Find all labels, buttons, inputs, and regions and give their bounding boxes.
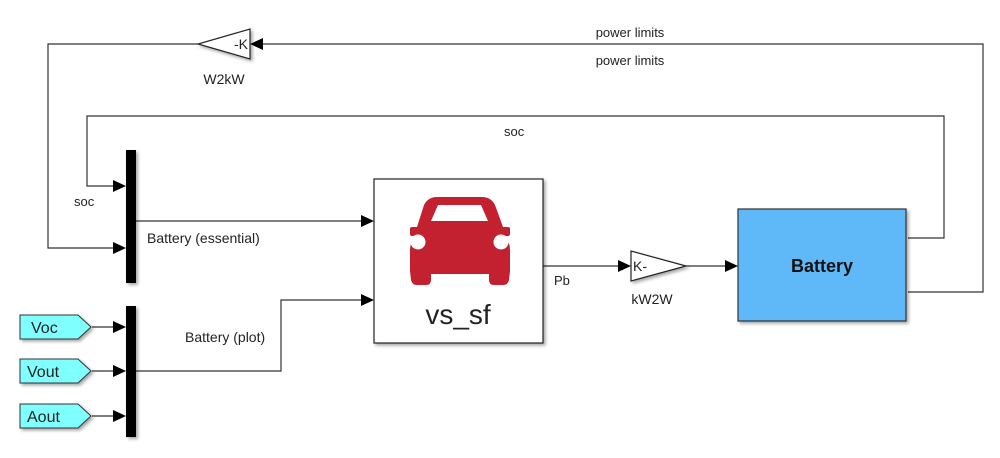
from-tag-aout-label: Aout — [27, 409, 60, 426]
w2kw-gain-block[interactable] — [195, 28, 251, 60]
from-tag-voc-label: Voc — [31, 320, 58, 337]
wire-power-limits[interactable] — [262, 43, 984, 293]
w2kw-gain-text: -K — [234, 36, 249, 52]
arrow-bus2-in2 — [113, 365, 126, 377]
from-tag-vout[interactable]: Vout — [19, 358, 92, 384]
arrow-vehicle-in2 — [361, 294, 374, 306]
kw2w-gain-block[interactable] — [630, 250, 689, 282]
signal-label-pb: Pb — [554, 273, 570, 288]
battery-block-label: Battery — [791, 256, 853, 276]
from-tag-voc[interactable]: Voc — [19, 314, 92, 340]
arrow-bus2-in3 — [113, 410, 126, 422]
arrow-bus1-in1 — [113, 180, 126, 192]
wire-soc[interactable] — [86, 115, 945, 239]
car-icon — [410, 197, 510, 285]
battery-block[interactable]: Battery — [737, 208, 907, 322]
arrow-bus2-in1 — [113, 321, 126, 333]
signal-label-battery-plot: Battery (plot) — [185, 329, 265, 345]
arrow-battery-input — [725, 260, 738, 272]
w2kw-gain-label: W2kW — [203, 71, 245, 87]
from-tag-aout[interactable]: Aout — [19, 403, 92, 429]
wire-battery-plot[interactable] — [136, 299, 362, 372]
arrow-bus1-in2 — [113, 242, 126, 254]
signal-label-soc-left: soc — [74, 194, 95, 209]
vehicle-block-label: vs_sf — [425, 299, 491, 330]
signal-label-power-limits-inner: power limits — [596, 53, 665, 68]
vehicle-block[interactable]: vs_sf — [373, 178, 544, 344]
wire-w2kw-to-bus[interactable] — [47, 43, 198, 249]
signal-label-power-limits-top: power limits — [596, 25, 665, 40]
from-tag-vout-label: Vout — [27, 364, 60, 381]
arrow-vehicle-in1 — [361, 215, 374, 227]
kw2w-gain-text: K- — [633, 258, 647, 274]
bus-creator-essential[interactable] — [126, 150, 136, 283]
signal-label-soc-top: soc — [504, 124, 525, 139]
arrow-kw2w-input — [618, 260, 631, 272]
arrow-w2kw-input — [250, 38, 263, 50]
signal-label-battery-essential: Battery (essential) — [147, 230, 260, 246]
bus-creator-plot[interactable] — [126, 306, 136, 437]
kw2w-gain-label: kW2W — [631, 291, 673, 307]
